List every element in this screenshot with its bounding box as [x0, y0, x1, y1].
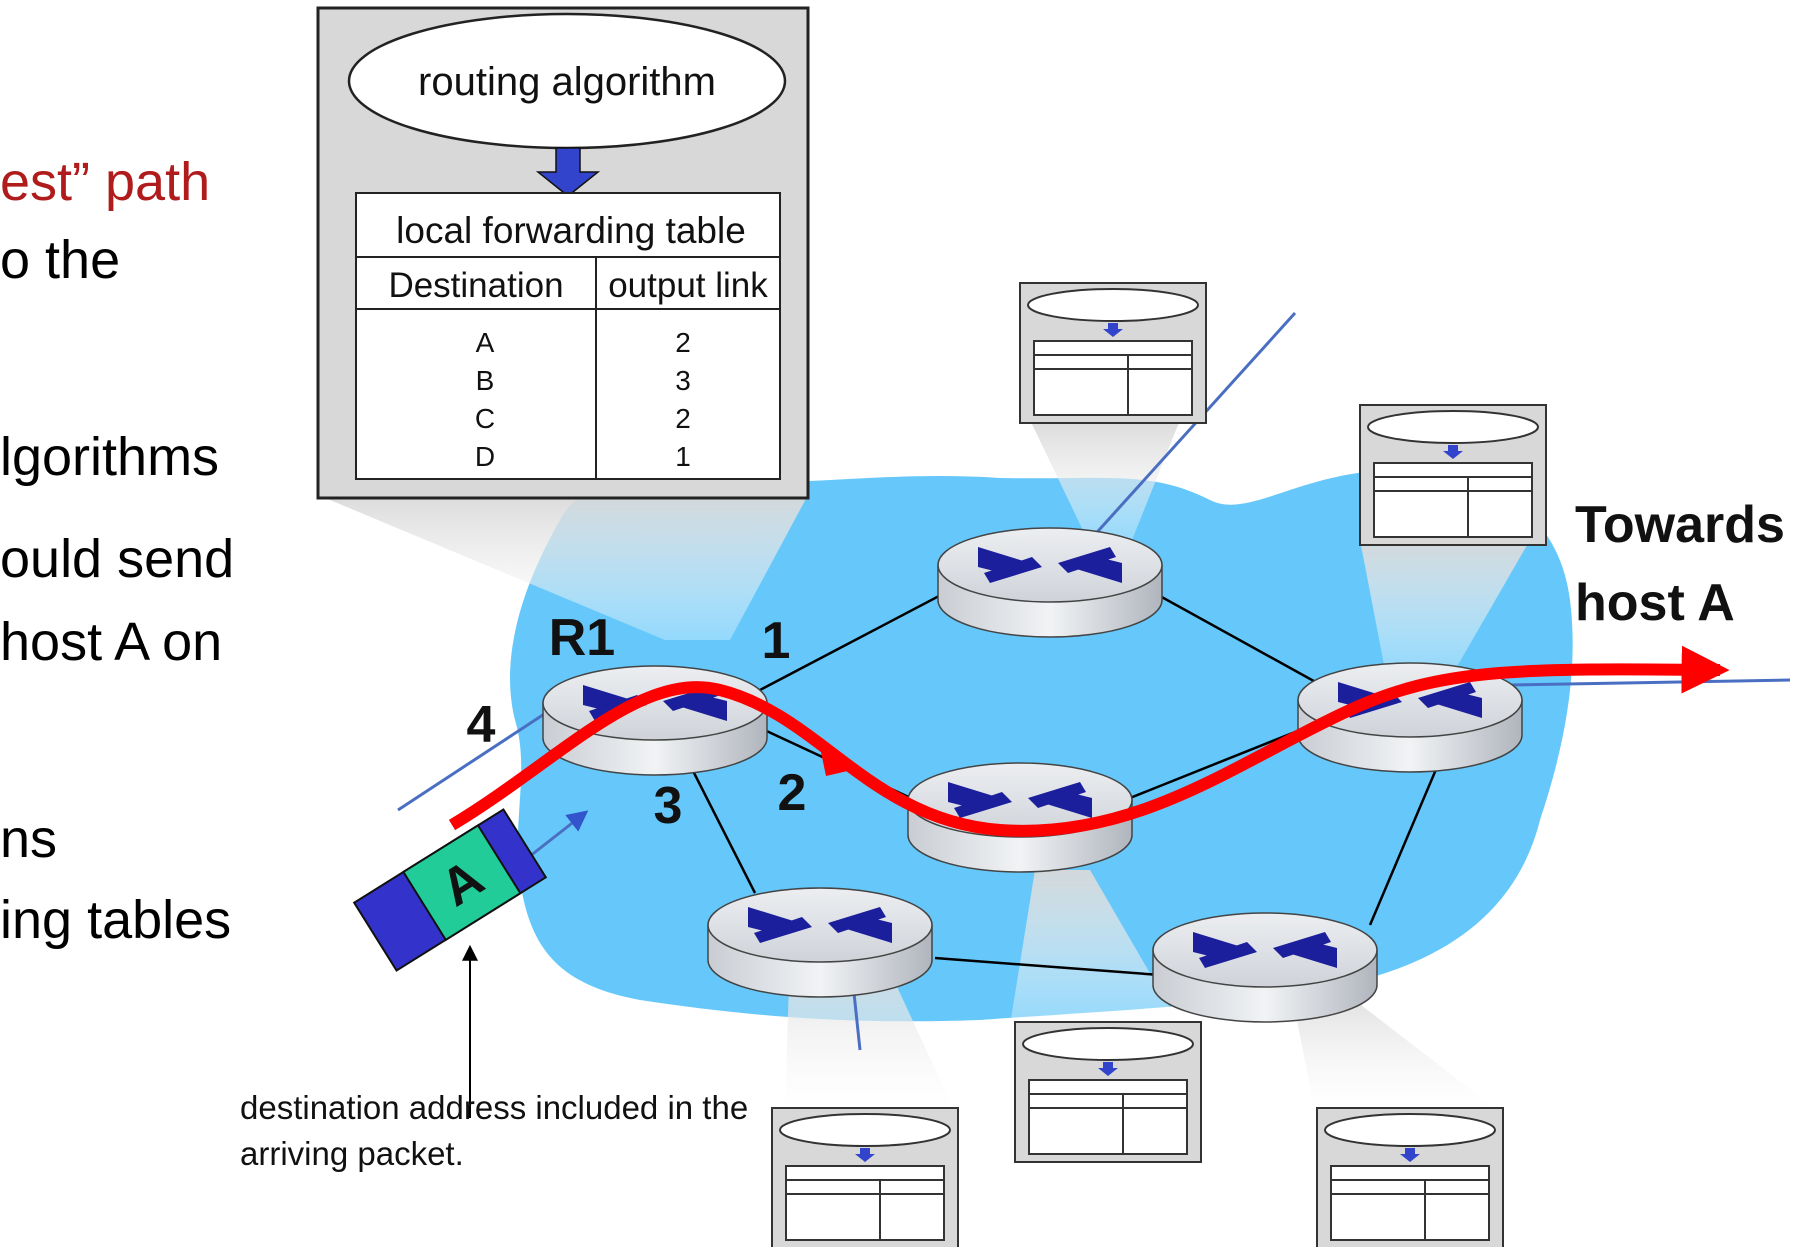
router-r1[interactable] [542, 665, 768, 776]
small-table-top [1019, 282, 1207, 424]
path-direction-arrow [818, 738, 852, 776]
router-x-icon [1193, 932, 1337, 968]
slide-text-line-4: ould send [0, 529, 235, 589]
link-bottom-left-bottom-right [934, 956, 1161, 977]
row-dest: D [475, 441, 495, 472]
cone-bottom-mid [1010, 870, 1180, 1025]
small-table-bottom-mid [1014, 1021, 1202, 1163]
down-arrow-icon [535, 147, 601, 197]
slide-text-line-1: est” path [0, 152, 211, 212]
edge-link-r1-left [397, 703, 559, 812]
spotlight-cones [785, 420, 1530, 1112]
forwarding-table [355, 192, 781, 480]
port-label-3: 3 [654, 777, 683, 835]
slide-text-line-7: ing tables [0, 890, 232, 950]
forwarding-path [448, 645, 1730, 837]
callout-cone [318, 495, 808, 640]
annotation-note: destination address included in the arri… [240, 1089, 749, 1172]
routing-algorithm-label: routing algorithm [418, 60, 716, 104]
edge-link-top [1088, 311, 1297, 542]
port-label-2: 2 [778, 764, 807, 822]
port-label-4: 4 [467, 696, 496, 754]
packet-arrival-arrow [524, 810, 589, 862]
link-r1-top [759, 583, 961, 692]
row-dest: A [476, 327, 495, 358]
cone-bottom-right [1290, 985, 1500, 1112]
row-link: 2 [675, 327, 691, 358]
small-table-top-right [1359, 404, 1547, 546]
link-mid-right [1124, 728, 1301, 802]
link-top-right [1139, 583, 1331, 692]
row-dest: C [475, 403, 495, 434]
row-link: 2 [675, 403, 691, 434]
table-title: local forwarding table [396, 210, 746, 251]
router-bottom-left[interactable] [707, 887, 933, 998]
port-label-1: 1 [762, 612, 791, 670]
router-label-r1: R1 [549, 609, 615, 667]
small-table-bottom-left [771, 1107, 959, 1247]
packet: A [352, 808, 548, 972]
link-right-bottom-right [1368, 759, 1442, 926]
slide-text-line-3: lgorithms [0, 427, 220, 487]
slide-text-line-6: ns [0, 809, 58, 869]
row-link: 1 [675, 441, 691, 472]
router-x-icon [978, 547, 1122, 583]
column-output-link: output link [608, 266, 768, 305]
towards-label-line2: host A [1575, 574, 1735, 632]
towards-label-line1: Towards [1575, 496, 1785, 554]
forwarding-callout: routing algorithm local forwarding table… [316, 6, 810, 500]
edge-link-right [1509, 678, 1791, 687]
column-destination: Destination [388, 266, 563, 305]
slide-text-line-2: o the [0, 230, 121, 290]
router-x-icon [748, 907, 892, 943]
router-top[interactable] [937, 527, 1163, 638]
cone-top [1030, 420, 1180, 545]
slide-text-line-5: host A on [0, 612, 223, 672]
cone-top-right [1360, 540, 1530, 670]
router-x-icon [948, 782, 1092, 818]
small-table-bottom-right [1316, 1107, 1504, 1247]
network-cloud [510, 470, 1573, 1022]
router-bottom-right[interactable] [1152, 912, 1378, 1023]
row-link: 3 [675, 365, 691, 396]
row-dest: B [476, 365, 495, 396]
router-right[interactable] [1297, 662, 1523, 773]
link-r1-bottom-left [688, 764, 757, 894]
